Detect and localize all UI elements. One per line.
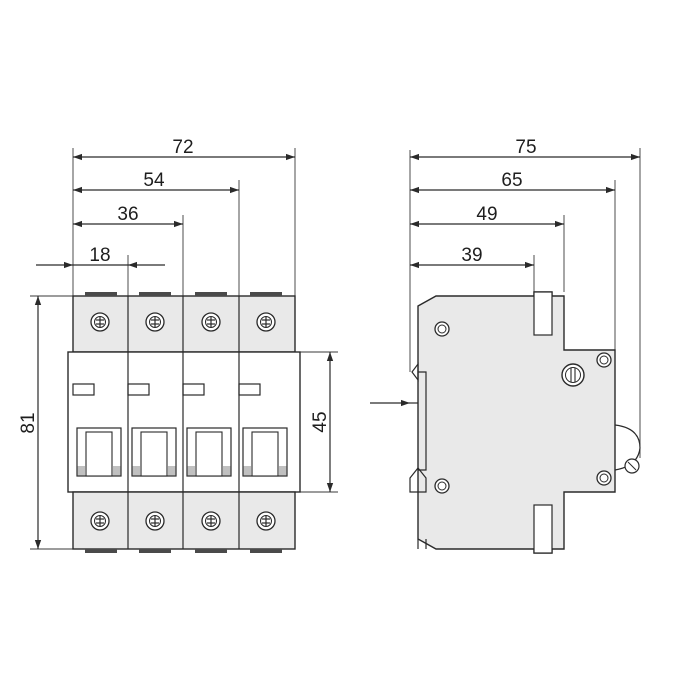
top-tabs bbox=[85, 292, 282, 296]
screw-icon bbox=[145, 312, 165, 332]
dim-face-height: 45 bbox=[295, 351, 338, 493]
bottom-tabs bbox=[85, 549, 282, 553]
rivet-icon bbox=[596, 352, 612, 368]
toggle-lever bbox=[242, 427, 288, 477]
dim-depth-shoulder: 39 bbox=[410, 245, 535, 296]
screw-icon bbox=[201, 511, 221, 531]
dim-depth-front-plate: 65 bbox=[410, 170, 616, 350]
dim-label-36: 36 bbox=[117, 204, 138, 225]
rivet-icon bbox=[434, 321, 450, 337]
dim-label-45: 45 bbox=[310, 411, 331, 432]
dim-label-39: 39 bbox=[461, 245, 482, 266]
dim-depth-face: 49 bbox=[410, 204, 565, 292]
screw-icon bbox=[201, 312, 221, 332]
side-view: 75 65 49 39 5 bbox=[370, 137, 641, 554]
breaker-side-body bbox=[409, 291, 641, 554]
dim-label-72: 72 bbox=[172, 137, 193, 158]
dim-label-81: 81 bbox=[18, 412, 39, 433]
breaker-front-body bbox=[67, 292, 301, 553]
indicator-windows bbox=[72, 383, 261, 396]
toggle-lever bbox=[131, 427, 177, 477]
dim-label-49: 49 bbox=[476, 204, 497, 225]
bottom-terminal-screws bbox=[90, 511, 276, 531]
toggle-lever bbox=[186, 427, 232, 477]
dim-label-75: 75 bbox=[515, 137, 536, 158]
dim-two-pole-width: 36 bbox=[73, 204, 184, 296]
toggle-lever bbox=[76, 427, 122, 477]
toggle-knob-icon bbox=[614, 424, 641, 474]
front-view: 72 54 36 18 81 bbox=[18, 137, 338, 553]
dim-module-width: 18 bbox=[36, 245, 165, 296]
rivet-icon bbox=[596, 470, 612, 486]
screw-icon bbox=[90, 312, 110, 332]
screw-icon bbox=[145, 511, 165, 531]
screw-icon bbox=[90, 511, 110, 531]
dim-three-pole-width: 54 bbox=[73, 170, 240, 296]
screw-icon bbox=[256, 511, 276, 531]
dim-overall-width: 72 bbox=[72, 137, 296, 296]
toggle-levers bbox=[76, 427, 288, 477]
screw-icon bbox=[256, 312, 276, 332]
dim-height: 81 bbox=[18, 295, 73, 550]
dim-label-18: 18 bbox=[89, 245, 110, 266]
adjustment-screw-icon bbox=[561, 363, 585, 387]
dim-label-65: 65 bbox=[501, 170, 522, 191]
dim-overall-depth: 75 bbox=[410, 137, 641, 458]
rivet-icon bbox=[434, 478, 450, 494]
top-terminal-screws bbox=[90, 312, 276, 332]
dim-label-54: 54 bbox=[143, 170, 165, 191]
